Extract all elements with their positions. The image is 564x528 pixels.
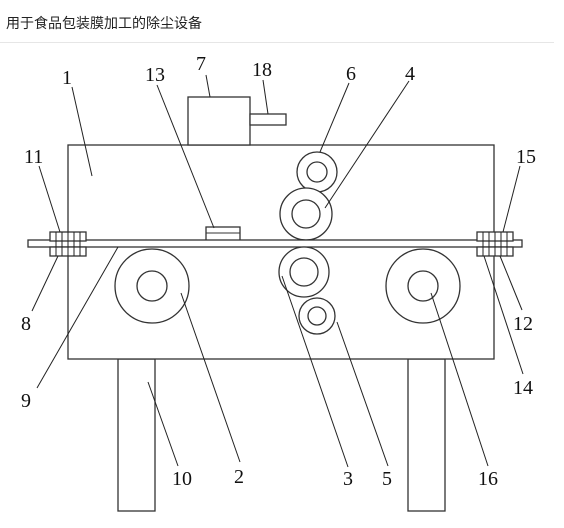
label-1: 1 xyxy=(62,67,72,89)
motor-box xyxy=(187,96,251,146)
left-leg xyxy=(117,358,156,512)
label-5: 5 xyxy=(382,468,392,490)
label-8: 8 xyxy=(21,313,31,335)
label-2: 2 xyxy=(234,466,244,488)
film-strip xyxy=(27,239,523,248)
label-11: 11 xyxy=(24,146,43,168)
label-15: 15 xyxy=(516,146,536,168)
label-12: 12 xyxy=(513,313,533,335)
right-clamp xyxy=(476,231,514,257)
title-divider xyxy=(0,42,554,43)
left-clamp xyxy=(49,231,87,257)
label-14: 14 xyxy=(513,377,533,399)
label-13: 13 xyxy=(145,64,165,86)
page-title: 用于食品包装膜加工的除尘设备 xyxy=(6,16,202,32)
leader-lines xyxy=(31,74,524,468)
right-leg xyxy=(407,358,446,512)
roller-4-inner xyxy=(291,199,321,229)
label-7: 7 xyxy=(196,53,206,75)
dust-pad xyxy=(205,226,241,242)
label-6: 6 xyxy=(346,63,356,85)
label-9: 9 xyxy=(21,390,31,412)
motor-shaft xyxy=(249,113,287,126)
label-4: 4 xyxy=(405,63,415,85)
label-16: 16 xyxy=(478,468,498,490)
roller-6-inner xyxy=(306,161,328,183)
roller-5-inner xyxy=(307,306,327,326)
roller-3-inner xyxy=(289,257,319,287)
reel-right-inner xyxy=(407,270,439,302)
label-18: 18 xyxy=(252,59,272,81)
label-10: 10 xyxy=(172,468,192,490)
reel-left-inner xyxy=(136,270,168,302)
label-3: 3 xyxy=(343,468,353,490)
